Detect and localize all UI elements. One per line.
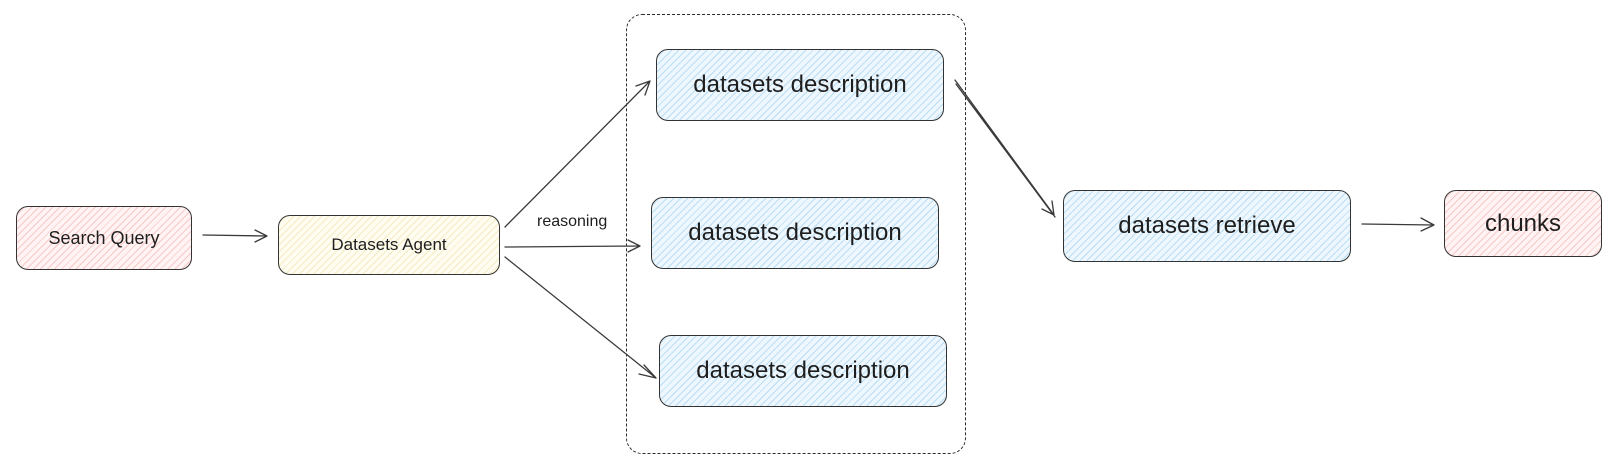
- descriptions-group-container: [626, 14, 966, 454]
- chunks-label: chunks: [1484, 209, 1562, 237]
- arrow-agent-to-description-3: [504, 256, 657, 379]
- search-query-node: Search Query: [16, 206, 192, 270]
- datasets-agent-node: Datasets Agent: [278, 215, 500, 275]
- datasets-agent-label: Datasets Agent: [331, 235, 447, 254]
- arrow-agent-to-description-2: [504, 239, 641, 253]
- datasets-description-node-3: datasets description: [659, 335, 947, 407]
- arrow-search-to-agent: [202, 229, 268, 243]
- datasets-description-node-2: datasets description: [651, 197, 939, 269]
- datasets-description-label-1: datasets description: [693, 71, 907, 98]
- datasets-description-label-2: datasets description: [688, 219, 902, 246]
- datasets-retrieve-label: datasets retrieve: [1118, 212, 1296, 239]
- chunks-node: chunks: [1444, 190, 1602, 257]
- datasets-retrieve-node: datasets retrieve: [1063, 190, 1351, 262]
- arrow-agent-to-description-1: [504, 80, 651, 228]
- datasets-description-label-3: datasets description: [696, 357, 910, 384]
- datasets-description-node-1: datasets description: [656, 49, 944, 121]
- arrow-description-to-retrieve: [954, 79, 1056, 218]
- reasoning-edge-label: reasoning: [537, 213, 608, 230]
- search-query-label: Search Query: [48, 227, 160, 248]
- arrow-retrieve-to-chunks: [1361, 217, 1435, 232]
